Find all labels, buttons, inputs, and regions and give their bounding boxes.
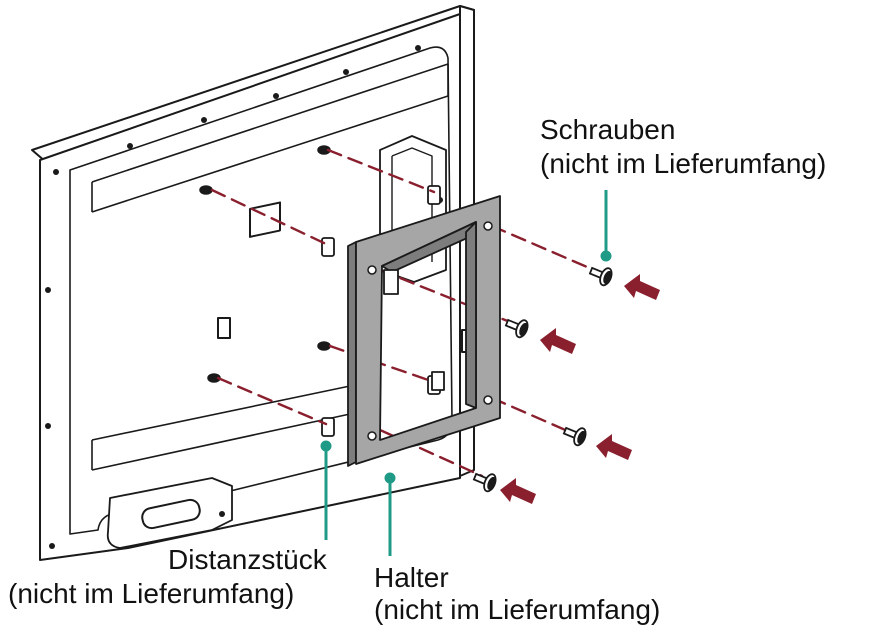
vesa-hole-mid-right bbox=[317, 341, 331, 351]
label-bracket-sub: (nicht im Lieferumfang) bbox=[374, 594, 661, 625]
label-screws-sub: (nicht im Lieferumfang) bbox=[540, 148, 827, 179]
leader-bracket-dot bbox=[384, 472, 396, 484]
tv-back-panel bbox=[31, 5, 475, 561]
direction-arrows bbox=[500, 274, 660, 504]
tv-upper-rail bbox=[91, 63, 449, 213]
arrow-mid-right bbox=[540, 328, 576, 354]
tv-lower-rail bbox=[91, 385, 351, 471]
bracket-clip-upper bbox=[383, 269, 399, 295]
leader-spacer-dot bbox=[320, 440, 332, 452]
screw-bottom bbox=[472, 472, 497, 493]
bracket-holes bbox=[367, 221, 493, 441]
bracket-inner-right bbox=[465, 221, 477, 409]
leader-screws-dot bbox=[600, 250, 612, 262]
screw-lower-right bbox=[562, 426, 587, 447]
bracket-frame bbox=[347, 195, 501, 467]
spacer-posts bbox=[321, 185, 441, 437]
arrow-lower-right bbox=[596, 434, 632, 460]
label-screws-title: Schrauben bbox=[540, 114, 676, 145]
screws bbox=[472, 266, 613, 493]
screw-mid-right bbox=[504, 318, 529, 339]
bracket-side bbox=[347, 241, 357, 467]
tv-detail-slot-left bbox=[217, 317, 231, 339]
tv-vesa-holes bbox=[199, 145, 331, 383]
arrow-bottom bbox=[500, 478, 536, 504]
arrow-top-right bbox=[624, 274, 660, 300]
label-spacer-title: Distanzstück bbox=[168, 544, 327, 575]
label-bracket-title: Halter bbox=[374, 562, 449, 593]
label-spacer-sub: (nicht im Lieferumfang) bbox=[8, 578, 295, 609]
vesa-hole-top-left bbox=[199, 185, 213, 195]
leader-lines bbox=[320, 190, 612, 556]
bracket-clip-lower bbox=[431, 371, 445, 391]
tv-bottom-slot bbox=[141, 498, 201, 530]
screw-top-right bbox=[588, 266, 613, 287]
